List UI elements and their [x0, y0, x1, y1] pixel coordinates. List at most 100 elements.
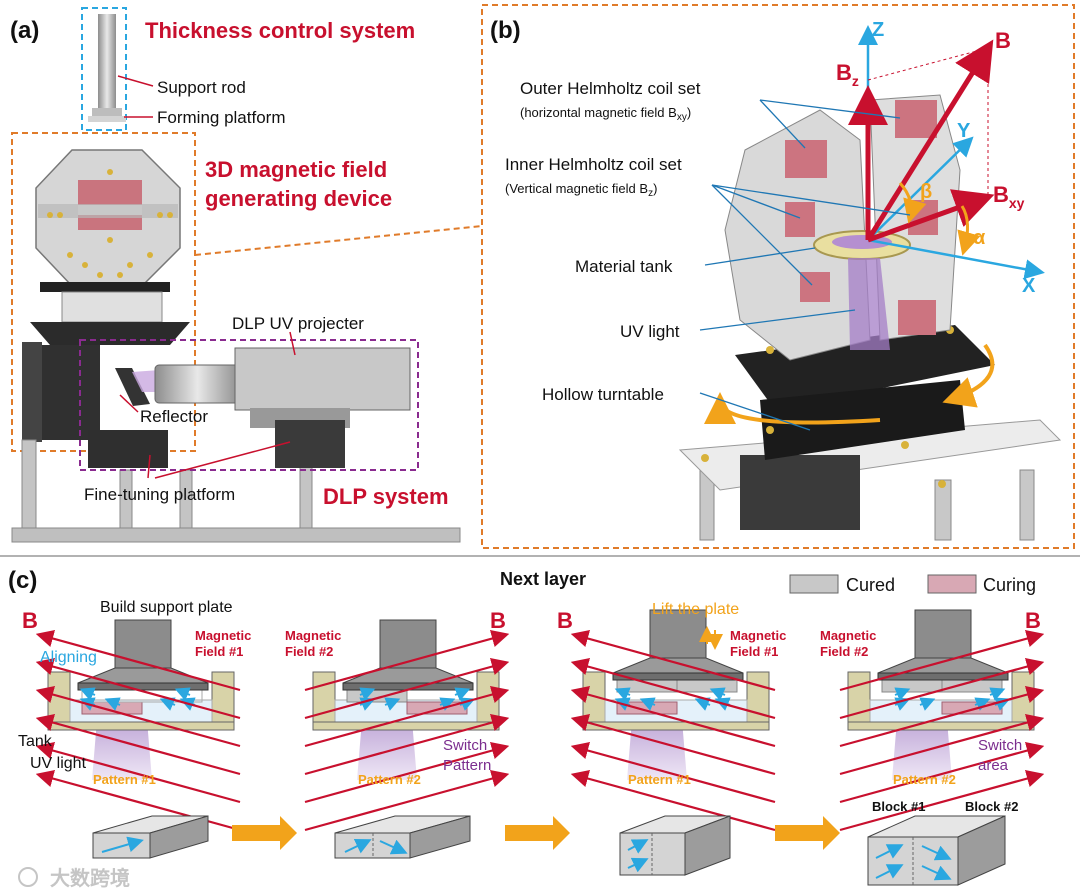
field-line	[839, 742, 1045, 804]
pattern-label: Pattern #1	[93, 772, 156, 787]
alignment-arrow	[894, 687, 911, 701]
field-label-2: Field #2	[820, 644, 868, 659]
svg-text:(Vertical magnetic field Bz): (Vertical magnetic field Bz)	[505, 181, 657, 199]
reflector-label: Reflector	[140, 407, 208, 426]
field-line	[304, 742, 510, 804]
magnetic-title-1: 3D magnetic field	[205, 157, 387, 182]
alignment-arrow	[104, 697, 121, 711]
angle-alpha-label: α	[973, 227, 986, 249]
note-label-1: Switch	[443, 737, 487, 754]
step-arrow-1	[232, 816, 297, 850]
field-line	[35, 714, 241, 776]
alignment-arrow	[709, 687, 726, 701]
vector-bxy	[867, 189, 995, 243]
field-line	[304, 714, 510, 776]
inner-coil-sub-idx: z	[648, 188, 653, 199]
block-stage-1	[92, 815, 209, 859]
field-label-2: Field #1	[195, 644, 243, 659]
outer-coil-label: Outer Helmholtz coil set	[520, 79, 701, 98]
field-label-2: Field #1	[730, 644, 778, 659]
angle-beta-arc	[898, 182, 927, 224]
vector-bxy-label: B	[993, 182, 1009, 207]
field-line	[839, 658, 1045, 720]
panel-c-label: (c)	[8, 567, 37, 594]
panel-b-label: (b)	[490, 17, 521, 44]
magnetic-title-2: generating device	[205, 186, 392, 211]
thickness-title: Thickness control system	[145, 18, 415, 43]
alignment-arrow	[454, 687, 471, 701]
field-line	[35, 742, 241, 804]
inner-coil-sub: (Vertical magnetic field B	[505, 181, 648, 196]
thickness-box	[81, 7, 127, 131]
panel-a-label: (a)	[10, 17, 39, 44]
base-plate-a	[11, 527, 461, 543]
alignment-arrow	[989, 687, 1006, 701]
note-label-2: Pattern	[443, 757, 491, 774]
block-stage-4	[867, 815, 1006, 886]
dlp-projector-label: DLP UV projecter	[232, 314, 364, 333]
tank-label: Tank	[18, 733, 53, 750]
block-2-label: Block #2	[965, 799, 1018, 814]
alignment-arrow	[359, 687, 376, 701]
field-line	[570, 630, 776, 692]
field-label-1: Magnetic	[820, 628, 876, 643]
alignment-arrow	[974, 697, 991, 711]
field-line	[35, 630, 241, 692]
angle-alpha-arc	[957, 205, 981, 256]
legend-curing-swatch	[927, 574, 977, 594]
inner-coil-label: Inner Helmholtz coil set	[505, 155, 682, 174]
field-label-1: Magnetic	[730, 628, 786, 643]
build-support-plate-label: Build support plate	[100, 599, 233, 616]
pattern-label: Pattern #2	[358, 772, 421, 787]
rotation-arrow-left	[704, 392, 881, 425]
forming-platform-label: Forming platform	[157, 108, 285, 127]
alignment-arrow	[384, 697, 401, 711]
field-label-1: Magnetic	[285, 628, 341, 643]
cured-layer	[881, 679, 943, 693]
support-plate-stem	[379, 619, 437, 671]
aligning-label: Aligning	[40, 649, 97, 666]
alignment-arrow	[174, 687, 191, 701]
alignment-arrow	[639, 697, 656, 711]
support-plate-stem	[914, 609, 972, 661]
axis-x	[867, 238, 1045, 280]
step-arrow-2	[505, 816, 570, 850]
alignment-arrow	[694, 697, 711, 711]
turntable-a	[30, 322, 190, 345]
field-line	[839, 714, 1045, 776]
field-line	[570, 658, 776, 720]
field-line	[304, 686, 510, 748]
vector-bz-idx: z	[852, 73, 859, 89]
alignment-arrow	[159, 697, 176, 711]
svg-text:Bxy: Bxy	[993, 182, 1025, 211]
vector-b	[865, 39, 994, 242]
vector-bz-label: B	[836, 60, 852, 85]
build-support-plate	[77, 682, 209, 691]
legend-cured-swatch	[789, 574, 839, 594]
alignment-arrow	[439, 697, 456, 711]
tank-wall-left	[847, 671, 871, 731]
field-b-label: B	[557, 608, 573, 633]
alignment-arrow	[79, 687, 96, 701]
alignment-arrow	[614, 697, 631, 711]
legend-cured-label: Cured	[846, 575, 895, 595]
hollow-turntable-label: Hollow turntable	[542, 385, 664, 404]
field-line	[35, 686, 241, 748]
support-rod-label: Support rod	[157, 78, 246, 97]
field-line	[570, 714, 776, 776]
field-line	[839, 686, 1045, 748]
field-line	[304, 658, 510, 720]
fine-tuning-right	[275, 420, 345, 468]
next-layer-label: Next layer	[500, 569, 586, 589]
angle-beta-label: β	[920, 181, 932, 203]
material-tank-label: Material tank	[575, 257, 673, 276]
note-label-2: area	[978, 757, 1009, 774]
tank-wall-left	[312, 671, 336, 731]
support-rod	[98, 14, 116, 108]
dlp-system-title: DLP system	[323, 484, 449, 509]
field-line	[570, 742, 776, 804]
